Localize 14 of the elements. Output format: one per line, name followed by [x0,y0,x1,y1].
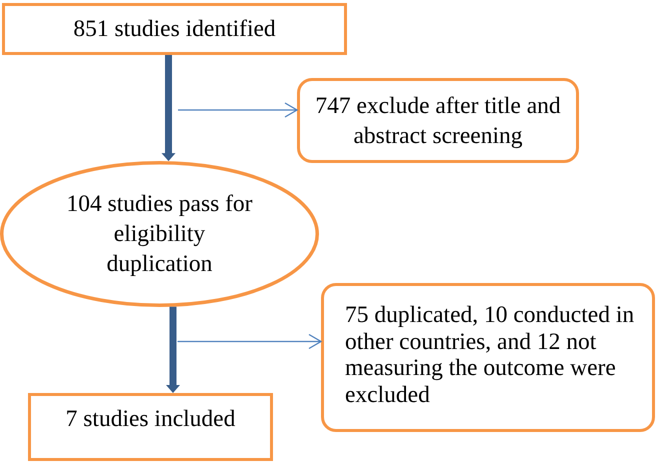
step-text: 851 studies identified [73,15,276,44]
arrow [162,55,176,162]
arrow [166,306,180,393]
arrow [178,334,322,350]
process-box [28,393,273,461]
step-text: 7 studies included [66,405,236,434]
rounded-box [297,78,579,163]
rounded-box [321,283,655,432]
process-box [2,3,347,55]
step-text: 747 exclude after title and abstract screening [314,92,562,150]
ellipse-node [0,161,319,307]
step-text: 104 studies pass for eligibility duplication [65,190,254,279]
step-text: 75 duplicated, 10 conducted in other countries, and 12 not measuring the outcome were excluded [345,302,636,409]
arrow [178,102,298,118]
